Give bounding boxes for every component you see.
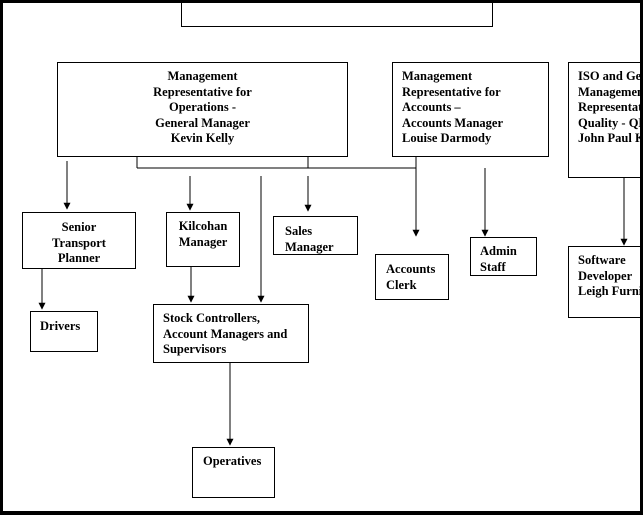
senior-transport-line-1: Senior	[61, 220, 97, 234]
kilcohan-line-1: Kilcohan	[178, 219, 228, 233]
operations-line-4: General Manager	[155, 115, 250, 130]
senior-transport-line-3: Planner	[57, 251, 101, 265]
quality-line-3: Representative for	[578, 100, 640, 114]
software-dev-line-2: Developer	[578, 268, 633, 283]
stock-controllers-line-3: Supervisors	[163, 342, 227, 356]
sales-line-1: Sales	[285, 224, 313, 238]
kilcohan-line-2: Manager	[178, 234, 228, 249]
drivers-box: Drivers	[30, 311, 98, 352]
quality-line-5: John Paul Kelly	[578, 131, 640, 145]
quality-line-4: Quality - QMS	[578, 115, 640, 130]
accounts-clerk-line-2: Clerk	[386, 277, 417, 292]
kilcohan-manager-box: Kilcohan Manager	[166, 212, 240, 267]
sales-line-2: Manager	[285, 239, 334, 254]
top-box	[181, 3, 493, 27]
sales-manager-box: Sales Manager	[273, 216, 358, 255]
senior-transport-line-2: Transport	[52, 235, 106, 250]
operatives-box: Operatives	[192, 447, 275, 498]
stock-controllers-box: Stock Controllers, Account Managers and …	[153, 304, 309, 363]
stock-controllers-line-1: Stock Controllers,	[163, 311, 260, 325]
management-rep-accounts-box: Management Representative for Accounts –…	[392, 62, 549, 157]
stock-controllers-line-2: Account Managers and	[163, 326, 288, 341]
org-chart-canvas: Management Representative for Operations…	[3, 3, 640, 511]
quality-line-2: Management	[578, 84, 640, 99]
accounts-clerk-line-1: Accounts	[386, 262, 436, 276]
software-dev-line-3: Leigh Furniss	[578, 284, 640, 298]
senior-transport-planner-box: Senior Transport Planner	[22, 212, 136, 269]
operatives-line-1: Operatives	[203, 454, 262, 468]
admin-staff-box: Admin Staff	[470, 237, 537, 276]
connector-lines	[38, 156, 628, 446]
accounts-clerk-box: Accounts Clerk	[375, 254, 449, 300]
accounts-line-1: Management	[402, 69, 473, 83]
operations-line-1: Management	[167, 69, 238, 83]
accounts-line-4: Accounts Manager	[402, 115, 504, 130]
management-rep-operations-box: Management Representative for Operations…	[57, 62, 348, 157]
operations-line-3: Operations -	[168, 100, 236, 114]
operations-line-2: Representative for	[153, 84, 252, 99]
drivers-line-1: Drivers	[40, 319, 81, 333]
quality-line-1: ISO and General	[578, 69, 640, 83]
software-dev-line-1: Software	[578, 253, 626, 267]
admin-staff-line-2: Staff	[480, 259, 506, 274]
accounts-line-5: Louise Darmody	[402, 131, 492, 145]
software-developer-box: Software Developer Leigh Furniss	[568, 246, 640, 318]
management-rep-quality-box: ISO and General Management Representativ…	[568, 62, 640, 178]
accounts-line-2: Representative for	[402, 84, 501, 99]
accounts-line-3: Accounts –	[402, 100, 461, 114]
operations-line-5: Kevin Kelly	[170, 131, 235, 145]
admin-staff-line-1: Admin	[480, 244, 517, 258]
